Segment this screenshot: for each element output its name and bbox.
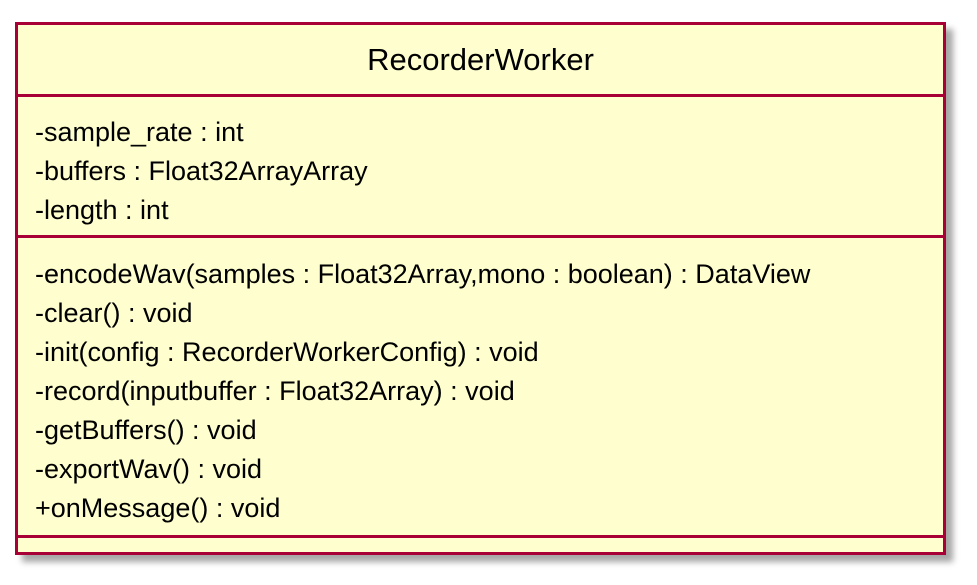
- attributes-compartment: -sample_rate : int -buffers : Float32Arr…: [18, 97, 943, 238]
- class-name: RecorderWorker: [18, 25, 943, 97]
- method-get-buffers: -getBuffers() : void: [35, 415, 257, 445]
- method-on-message: +onMessage() : void: [35, 493, 281, 523]
- class-box-recorderworker: RecorderWorker -sample_rate : int -buffe…: [15, 22, 946, 555]
- attribute-buffers: -buffers : Float32ArrayArray: [35, 156, 368, 186]
- method-encode-wav: -encodeWav(samples : Float32Array,mono :…: [35, 259, 811, 289]
- method-export-wav: -exportWav() : void: [35, 454, 263, 484]
- method-clear: -clear() : void: [35, 298, 193, 328]
- attribute-sample-rate: -sample_rate : int: [35, 117, 244, 147]
- methods-compartment: -encodeWav(samples : Float32Array,mono :…: [18, 238, 943, 538]
- method-record: -record(inputbuffer : Float32Array) : vo…: [35, 376, 515, 406]
- method-init: -init(config : RecorderWorkerConfig) : v…: [35, 337, 539, 367]
- attribute-length: -length : int: [35, 195, 169, 225]
